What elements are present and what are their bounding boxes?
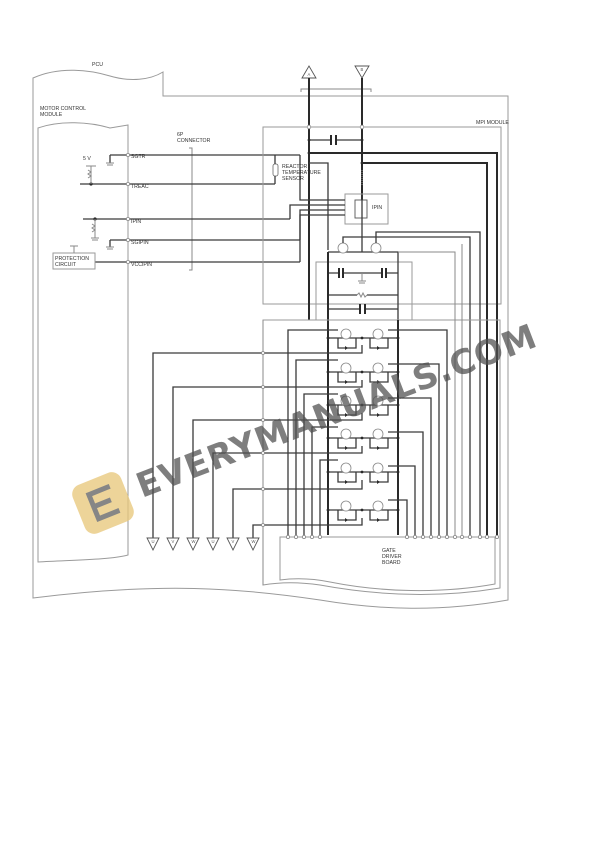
watermark: EVERYMANUALS.COM [72,316,543,534]
sensor-label-2: TEMPERATURE [282,170,321,176]
svg-text:W: W [192,539,196,544]
terminal-b-icon [354,65,370,79]
signal-wires: SGTR 5 V TREAC IPIN SGIPIN VCCIPIN [80,152,300,268]
terminal-v1-icon: V [166,537,180,552]
igbt-row-1 [326,328,400,350]
top-terminals: A B [300,65,498,535]
gate-driver-label-2: DRIVER [382,554,402,560]
protection-label-2: CIRCUIT [55,262,77,268]
supply-5v: 5 V [83,156,91,162]
svg-text:W: W [252,539,256,544]
terminal-v2-icon: V [226,537,240,552]
protection-label-1: PROTECTION [55,256,89,262]
connector-label-1: 6P [177,132,184,138]
watermark-text: EVERYMANUALS.COM [131,316,543,506]
gate-lines-left [285,329,338,540]
signal-treac: TREAC [131,184,149,190]
sensor-label-3: SENSOR [282,176,304,182]
motor-control-label-1: MOTOR CONTROL [40,106,86,112]
gate-lines-right [388,244,499,540]
gate-driver-label-3: BOARD [382,560,401,566]
mpi-module-label: MPI MODULE [476,120,509,126]
gate-driver-label-1: GATE [382,548,396,554]
svg-text:A: A [308,72,311,77]
signal-sgtr: SGTR [131,154,146,160]
signal-sgipin: SGIPIN [131,240,149,246]
signal-vccipin: VCCIPIN [131,262,152,268]
igbt-row-2 [326,362,400,384]
gate-driver-board: GATE DRIVER BOARD [262,319,501,595]
igbt-row-4 [326,428,400,450]
svg-text:V: V [232,539,235,544]
motor-control-module: MOTOR CONTROL MODULE [37,106,129,563]
ipin-label: IPIN [372,205,382,211]
connector-label-2: CONNECTOR [177,138,211,144]
terminal-u2-icon: U [206,537,220,552]
terminal-u1-icon: U [146,537,160,552]
snubber-section [315,231,481,535]
igbt-array [326,320,400,535]
watermark-logo-icon [72,472,134,534]
protection-circuit: PROTECTION CIRCUIT [52,245,96,270]
svg-text:U: U [212,539,215,544]
connector-6p: 6P CONNECTOR [177,132,211,271]
reactor-temperature-sensor: REACTOR TEMPERATURE SENSOR [272,155,321,184]
sensor-label-1: REACTOR [282,164,308,170]
igbt-row-6 [326,500,400,522]
ipin-current-sensor: IPIN [289,155,389,262]
mpi-module: MPI MODULE [262,120,509,305]
signal-ipin: IPIN [131,219,141,225]
svg-text:V: V [172,539,175,544]
terminal-w1-icon: W [186,537,200,552]
terminal-w2-icon: W [246,537,260,552]
pcu-label: PCU [92,62,103,68]
svg-text:U: U [152,539,155,544]
pcu-frame: PCU [32,62,509,609]
svg-text:B: B [361,67,364,72]
igbt-row-5 [326,462,400,484]
igbt-row-3 [326,395,400,417]
bottom-terminals: U V W U V W [146,537,260,552]
motor-control-label-2: MODULE [40,112,63,118]
